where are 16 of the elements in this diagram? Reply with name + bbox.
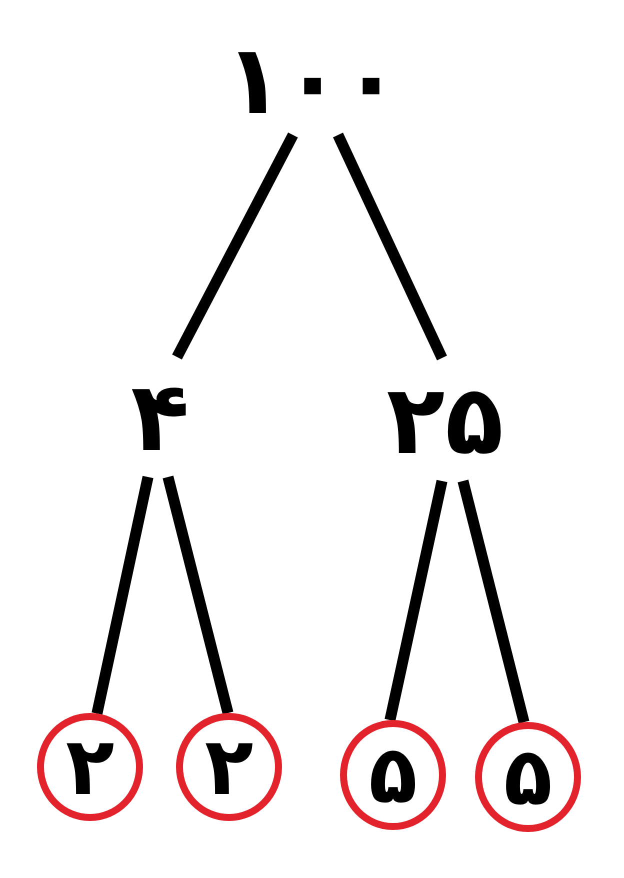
circle-outline xyxy=(37,713,143,821)
number-label: ۴ xyxy=(130,369,190,465)
connector-line xyxy=(92,476,154,715)
number-label: ۲ xyxy=(66,727,114,807)
connector-line xyxy=(458,480,530,724)
number-label: ۲۵ xyxy=(386,372,504,468)
number-label: ۱۰۰ xyxy=(224,32,400,128)
number-label: ۵ xyxy=(368,735,418,815)
circle-outline xyxy=(340,720,446,830)
circle-outline xyxy=(176,713,282,821)
number-label: ۵ xyxy=(504,737,552,817)
connector-line xyxy=(333,132,447,360)
connector-line xyxy=(162,476,234,714)
connector-line xyxy=(172,132,298,360)
number-label: ۲ xyxy=(204,727,254,807)
circle-outline xyxy=(475,722,581,832)
